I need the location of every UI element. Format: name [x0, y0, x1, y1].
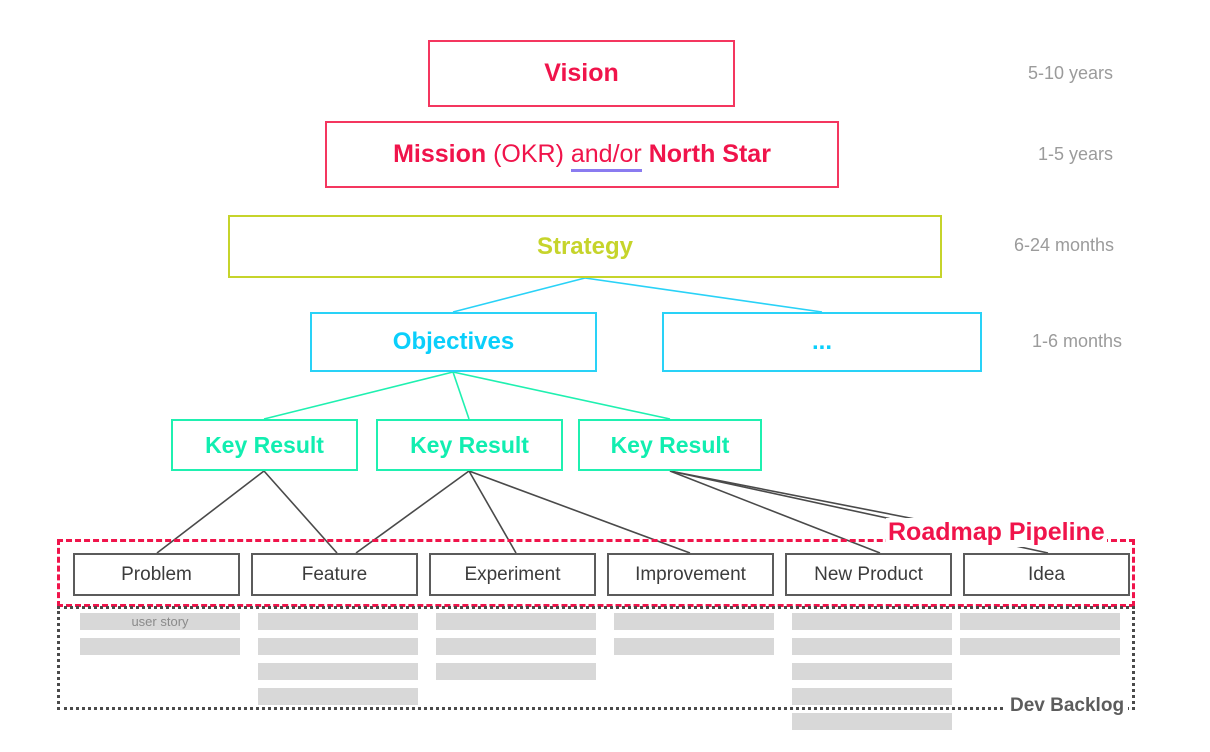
node-key-result-3[interactable]: Key Result — [578, 419, 762, 471]
node-key-result-3-label: Key Result — [610, 431, 730, 458]
backlog-item-label: user story — [131, 614, 189, 629]
node-vision[interactable]: Vision — [428, 40, 735, 107]
pipeline-item-new-product[interactable]: New Product — [785, 553, 952, 596]
node-mission[interactable]: Mission (OKR) and/or North Star — [325, 121, 839, 188]
horizon-label-strategy: 6-24 months — [1014, 235, 1115, 255]
dev-backlog-boundary — [57, 606, 1135, 710]
backlog-column-problem: user story — [80, 613, 240, 663]
backlog-item[interactable] — [960, 638, 1120, 655]
backlog-column-feature — [258, 613, 418, 713]
backlog-item[interactable] — [614, 638, 774, 655]
roadmap-pipeline-title: Roadmap Pipeline — [886, 518, 1107, 547]
mission-underlined-andor: and/or — [570, 140, 642, 172]
backlog-item[interactable] — [960, 613, 1120, 630]
mission-bold-mission: Mission — [393, 140, 487, 168]
pipeline-item-feature-label: Feature — [301, 564, 368, 585]
node-objectives-label: Objectives — [392, 328, 515, 355]
node-vision-label: Vision — [544, 59, 619, 87]
pipeline-item-problem-label: Problem — [121, 564, 192, 585]
backlog-column-experiment — [436, 613, 596, 688]
node-key-result-2[interactable]: Key Result — [376, 419, 563, 471]
horizon-label-mission: 1-5 years — [1038, 144, 1114, 164]
mission-bold-north-star: North Star — [648, 140, 771, 168]
pipeline-item-improvement-label: Improvement — [635, 564, 746, 585]
backlog-item[interactable] — [792, 613, 952, 630]
backlog-column-improvement — [614, 613, 774, 663]
node-key-result-2-label: Key Result — [410, 431, 529, 458]
backlog-item[interactable] — [792, 713, 952, 730]
node-objectives-more[interactable]: ... — [662, 312, 982, 372]
node-key-result-1[interactable]: Key Result — [171, 419, 358, 471]
mission-plain-okr: (OKR) — [486, 140, 571, 168]
wire-group-objectives — [263, 371, 671, 420]
pipeline-item-improvement[interactable]: Improvement — [607, 553, 774, 596]
pipeline-item-problem[interactable]: Problem — [73, 553, 240, 596]
wire-group-strategy — [452, 277, 823, 313]
pipeline-item-experiment[interactable]: Experiment — [429, 553, 596, 596]
backlog-item[interactable] — [258, 638, 418, 655]
backlog-item[interactable] — [792, 688, 952, 705]
node-mission-label: Mission (OKR) and/or North Star — [393, 140, 771, 172]
backlog-item[interactable] — [80, 638, 240, 655]
pipeline-item-experiment-label: Experiment — [464, 564, 561, 585]
backlog-column-idea — [960, 613, 1120, 663]
backlog-item[interactable] — [614, 613, 774, 630]
pipeline-item-idea[interactable]: Idea — [963, 553, 1130, 596]
node-key-result-1-label: Key Result — [205, 431, 324, 458]
backlog-item[interactable] — [258, 688, 418, 705]
backlog-item[interactable] — [436, 613, 596, 630]
backlog-item[interactable] — [792, 638, 952, 655]
backlog-item[interactable] — [258, 663, 418, 680]
pipeline-item-new-product-label: New Product — [814, 564, 923, 585]
backlog-item[interactable] — [436, 638, 596, 655]
backlog-item[interactable] — [258, 613, 418, 630]
mission-plain-space — [642, 140, 649, 168]
backlog-item[interactable] — [436, 663, 596, 680]
backlog-item[interactable] — [792, 663, 952, 680]
node-objectives[interactable]: Objectives — [310, 312, 597, 372]
horizon-label-vision: 5-10 years — [1028, 63, 1114, 83]
dev-backlog-title: Dev Backlog — [1006, 695, 1129, 717]
node-objectives-more-label: ... — [811, 328, 832, 355]
node-strategy[interactable]: Strategy — [228, 215, 942, 278]
backlog-item[interactable]: user story — [80, 613, 240, 630]
horizon-label-objectives: 1-6 months — [1032, 331, 1123, 351]
node-strategy-label: Strategy — [536, 232, 634, 260]
pipeline-item-idea-label: Idea — [1028, 564, 1065, 585]
pipeline-item-feature[interactable]: Feature — [251, 553, 418, 596]
backlog-column-new-product — [792, 613, 952, 738]
